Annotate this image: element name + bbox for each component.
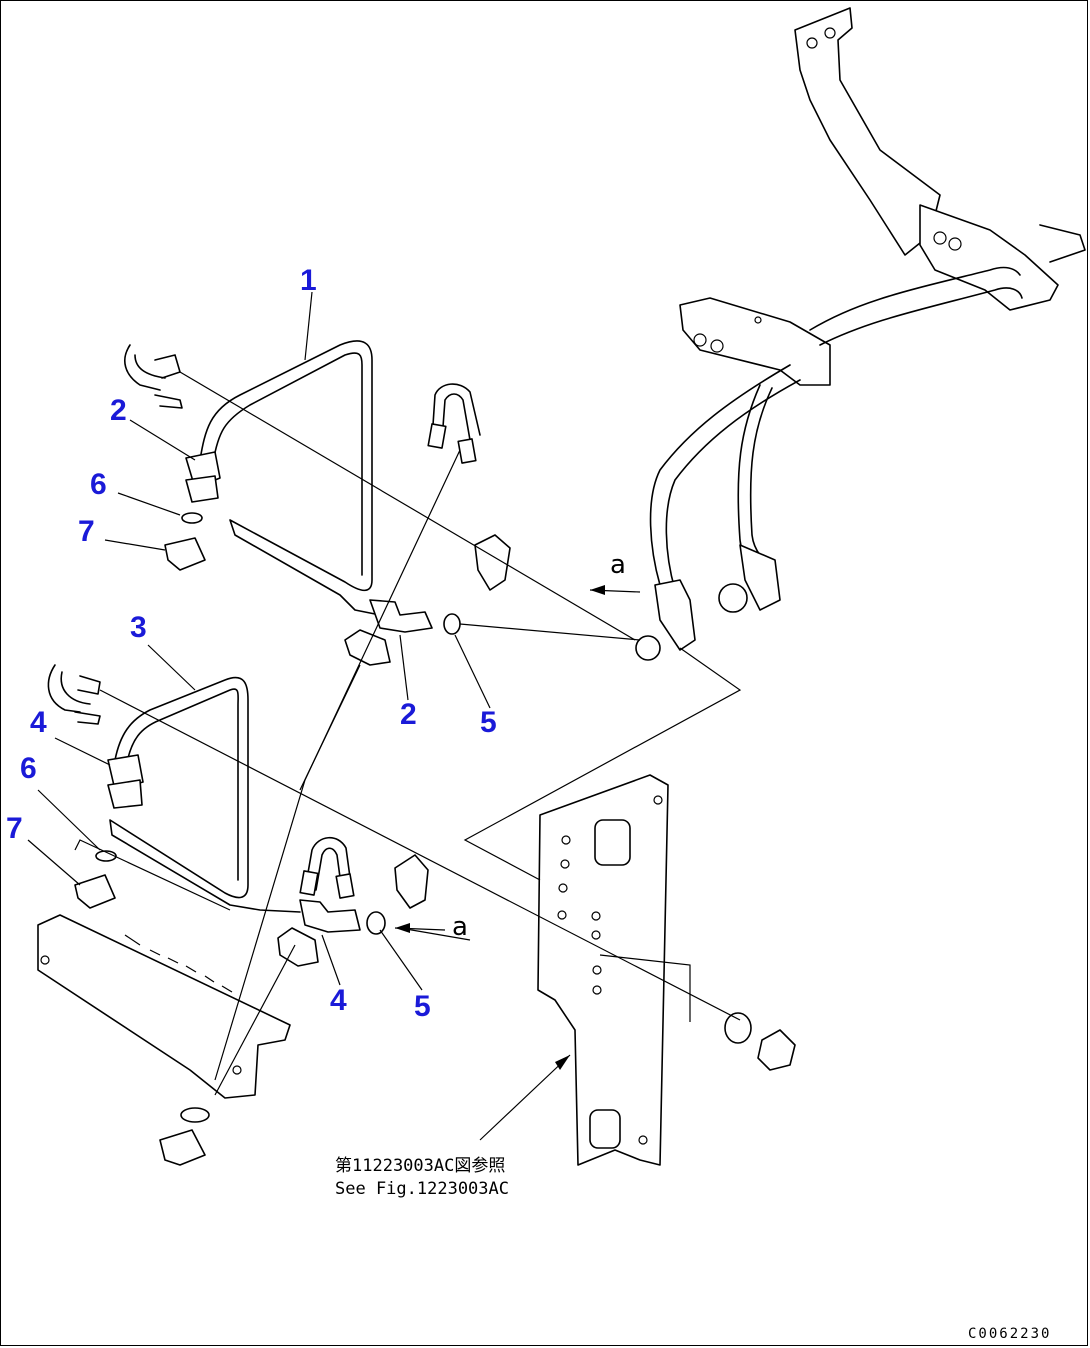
pipe-3 — [47, 664, 301, 913]
reference-note-line-1: 第11223003AC図参照 — [335, 1156, 506, 1176]
oring-5-upper — [443, 613, 461, 635]
oring-6-lower — [95, 850, 117, 862]
oring-5-lower — [366, 911, 386, 935]
view-mark-upper: a — [610, 550, 626, 580]
nut-7-lower — [74, 874, 116, 909]
callout-2-upper: 2 — [110, 394, 127, 427]
callout-2-lower: 2 — [400, 698, 417, 731]
callout-4-lower: 4 — [330, 984, 347, 1017]
callout-3: 3 — [130, 611, 147, 644]
upper-mounting-bracket — [794, 7, 941, 256]
callout-4-upper: 4 — [30, 706, 47, 739]
callout-1: 1 — [300, 264, 317, 297]
pipe-1 — [124, 340, 381, 616]
nut-bottom — [159, 1129, 206, 1166]
tube-fittings-right — [635, 544, 781, 661]
nut-right — [757, 1029, 796, 1071]
assembly-lines — [99, 371, 742, 1096]
u-clamp-upper — [427, 383, 481, 464]
view-mark-lower: a — [452, 912, 468, 942]
callout-7-upper: 7 — [78, 515, 95, 548]
callout-7-lower: 7 — [6, 812, 23, 845]
lower-left-bracket — [37, 839, 291, 1099]
lower-clamp-block — [679, 297, 831, 386]
drawing-code: C0062230 — [968, 1326, 1052, 1342]
washer-right — [724, 1012, 752, 1044]
leader-lines — [27, 291, 571, 1141]
pipe-3-end-fitting — [277, 899, 361, 967]
callout-5-lower: 5 — [414, 990, 431, 1023]
oring-6-upper — [181, 512, 203, 524]
callout-6-upper: 6 — [90, 468, 107, 501]
callout-6-lower: 6 — [20, 752, 37, 785]
view-arrow-lower — [394, 923, 446, 933]
reference-note-line-2: See Fig.1223003AC — [335, 1179, 509, 1199]
pipe-1-end-fitting — [344, 599, 433, 666]
main-plate-bracket — [537, 774, 691, 1166]
reference-arrow — [555, 1055, 570, 1070]
clip-upper — [474, 534, 511, 591]
callout-5-upper: 5 — [480, 706, 497, 739]
washer-bottom — [180, 1107, 210, 1123]
u-clamp-lower — [299, 836, 355, 899]
view-arrow-upper — [589, 585, 641, 595]
clip-lower — [394, 854, 429, 909]
upper-clamp-block — [919, 204, 1086, 311]
nut-7-upper — [164, 537, 206, 571]
